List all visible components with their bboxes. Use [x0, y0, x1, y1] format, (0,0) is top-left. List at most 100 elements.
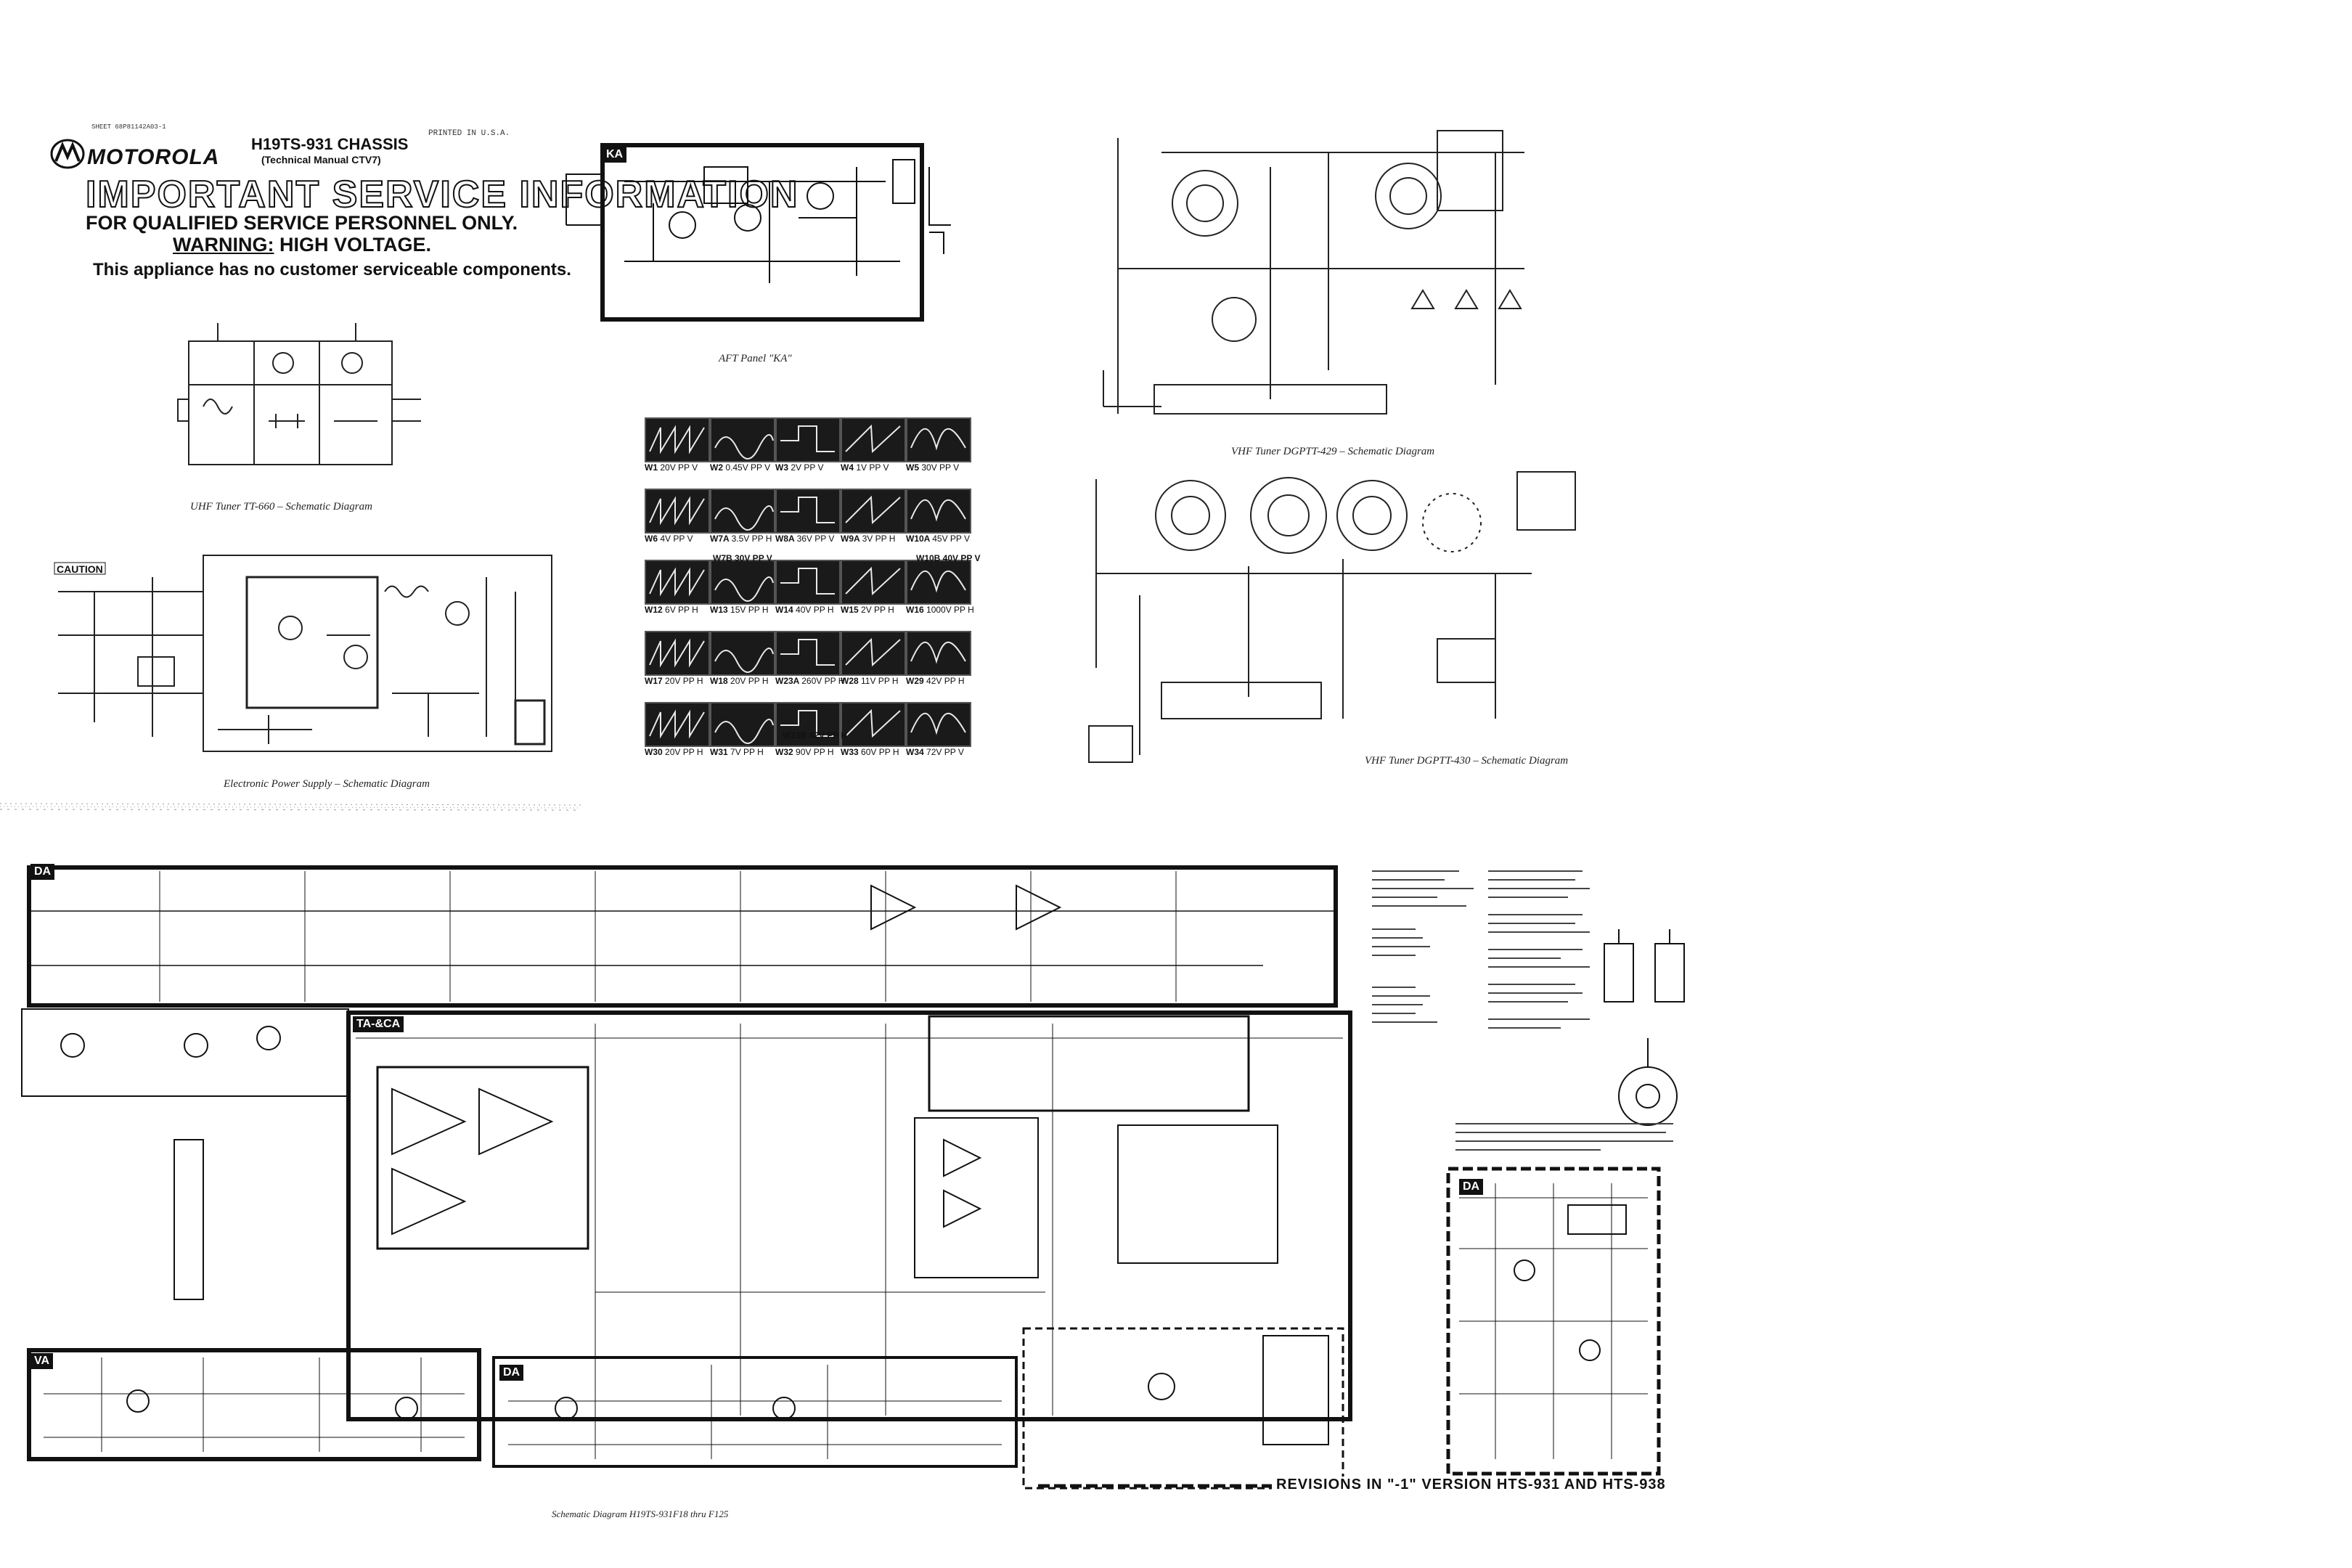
- waveform-id: W14: [775, 605, 796, 615]
- waveform-value: 2V PP V: [791, 462, 824, 473]
- waveform-value: 20V PP V: [660, 462, 698, 473]
- waveform-photo: [775, 702, 841, 747]
- waveform-grid: W1 20V PP V W2 0.45V PP V W3 2V PP V W4 1V …: [645, 417, 974, 766]
- qualified-notice: FOR QUALIFIED SERVICE PERSONNEL ONLY.: [86, 212, 518, 234]
- aft-panel-caption: AFT Panel "KA": [719, 353, 792, 364]
- vhf-tuner-429-schematic: [1103, 130, 1524, 415]
- appliance-notice: This appliance has no customer serviceab…: [93, 260, 571, 279]
- scan-noise-band: [0, 803, 581, 811]
- revisions-title: REVISIONS IN "-1" VERSION HTS-931 AND HT…: [1272, 1477, 1670, 1493]
- waveform-photo: [775, 631, 841, 676]
- waveform-photo: [710, 702, 775, 747]
- waveform-id: W10A: [906, 534, 933, 544]
- waveform-value: 20V PP H: [665, 747, 703, 757]
- waveform-label-w10b: W10B 40V PP V: [916, 553, 981, 563]
- warning-line: WARNING: HIGH VOLTAGE.: [173, 234, 431, 256]
- waveform-id: W1: [645, 462, 661, 473]
- waveform-id: W31: [710, 747, 731, 757]
- waveform-label: W2 0.45V PP V: [710, 462, 770, 473]
- waveform-value: 2V PP H: [861, 605, 894, 615]
- waveform-photo: [645, 560, 710, 605]
- waveform-value: 15V PP H: [730, 605, 769, 615]
- waveform-label: W30 20V PP H: [645, 747, 703, 757]
- waveform-photo: [710, 560, 775, 605]
- waveform-id: W18: [710, 676, 731, 686]
- waveform-label: W31 7V PP H: [710, 747, 764, 757]
- waveform-id: W29: [906, 676, 927, 686]
- waveform-photo: [841, 489, 906, 534]
- manual-reference: (Technical Manual CTV7): [261, 154, 381, 166]
- waveform-photo: [841, 702, 906, 747]
- waveform-value: 1000V PP H: [926, 605, 974, 615]
- waveform-value: 20V PP H: [730, 676, 769, 686]
- panel-tag-taca: TA-&CA: [353, 1016, 404, 1032]
- waveform-label: W17 20V PP H: [645, 676, 703, 686]
- uhf-tuner-schematic: [177, 323, 421, 465]
- uhf-tuner-caption: UHF Tuner TT-660 – Schematic Diagram: [190, 501, 372, 513]
- waveform-value: 7V PP H: [730, 747, 764, 757]
- waveform-photo: [841, 417, 906, 462]
- waveform-label: W14 40V PP H: [775, 605, 834, 615]
- service-banner: IMPORTANT SERVICE INFORMATION: [85, 173, 799, 216]
- waveform-photo: [906, 560, 971, 605]
- waveform-label: W12 6V PP H: [645, 605, 698, 615]
- waveform-photo: [710, 417, 775, 462]
- waveform-photo: [775, 489, 841, 534]
- waveform-label: W1 20V PP V: [645, 462, 698, 473]
- waveform-value: 3.5V PP H: [731, 534, 772, 544]
- warning-text: HIGH VOLTAGE.: [279, 234, 431, 256]
- vhf-430-caption: VHF Tuner DGPTT-430 – Schematic Diagram: [1365, 755, 1569, 767]
- waveform-label: W29 42V PP H: [906, 676, 965, 686]
- waveform-photo: [710, 631, 775, 676]
- waveform-label: W18 20V PP H: [710, 676, 769, 686]
- waveform-id: W8A: [775, 534, 797, 544]
- waveform-photo: [775, 560, 841, 605]
- waveform-id: W4: [841, 462, 857, 473]
- waveform-photo: [841, 560, 906, 605]
- motorola-logo: [49, 138, 86, 173]
- caution-label: CAUTION: [57, 563, 103, 575]
- waveform-value: 30V PP V: [921, 462, 960, 473]
- waveform-photo: [710, 489, 775, 534]
- waveform-id: W16: [906, 605, 927, 615]
- waveform-id: W7A: [710, 534, 732, 544]
- panel-tag-da-lower: DA: [499, 1365, 524, 1381]
- waveform-id: W3: [775, 462, 791, 473]
- waveform-id: W12: [645, 605, 666, 615]
- waveform-label-w7b: W7B 30V PP V: [713, 553, 772, 563]
- waveform-id: W23A: [775, 676, 802, 686]
- waveform-value: 36V PP V: [796, 534, 835, 544]
- waveform-label: W9A 3V PP H: [841, 534, 895, 544]
- revisions-schematic: [1446, 1167, 1661, 1476]
- power-supply-caption: Electronic Power Supply – Schematic Diag…: [224, 778, 430, 790]
- waveform-id: W17: [645, 676, 666, 686]
- waveform-photo: [906, 417, 971, 462]
- panel-tag-va: VA: [30, 1353, 54, 1369]
- waveform-photo: [645, 702, 710, 747]
- aft-panel-schematic: [565, 143, 951, 322]
- waveform-id: W5: [906, 462, 922, 473]
- waveform-photo: [841, 631, 906, 676]
- waveform-id: W15: [841, 605, 862, 615]
- waveform-label: W32 90V PP H: [775, 747, 834, 757]
- main-schematic-caption: Schematic Diagram H19TS-931F18 thru F125: [552, 1508, 729, 1519]
- waveform-id: W9A: [841, 534, 862, 544]
- waveform-value: 60V PP H: [861, 747, 899, 757]
- waveform-label: W16 1000V PP H: [906, 605, 974, 615]
- warning-label: WARNING:: [173, 234, 274, 256]
- waveform-photo: [645, 631, 710, 676]
- waveform-label: W8A 36V PP V: [775, 534, 834, 544]
- panel-tag-ka: KA: [603, 147, 627, 163]
- waveform-label: W15 2V PP H: [841, 605, 894, 615]
- motorola-emblem-icon: [50, 139, 85, 169]
- waveform-value: 40V PP H: [796, 605, 834, 615]
- vhf-429-caption: VHF Tuner DGPTT-429 – Schematic Diagram: [1231, 446, 1435, 457]
- panel-tag-da: DA: [30, 864, 55, 880]
- waveform-label: W7A 3.5V PP H: [710, 534, 772, 544]
- waveform-id: W13: [710, 605, 731, 615]
- waveform-value: 6V PP H: [665, 605, 698, 615]
- waveform-label: W4 1V PP V: [841, 462, 889, 473]
- panel-tag-da-revision: DA: [1459, 1179, 1484, 1195]
- waveform-label: W34 72V PP V: [906, 747, 964, 757]
- waveform-photo: [906, 702, 971, 747]
